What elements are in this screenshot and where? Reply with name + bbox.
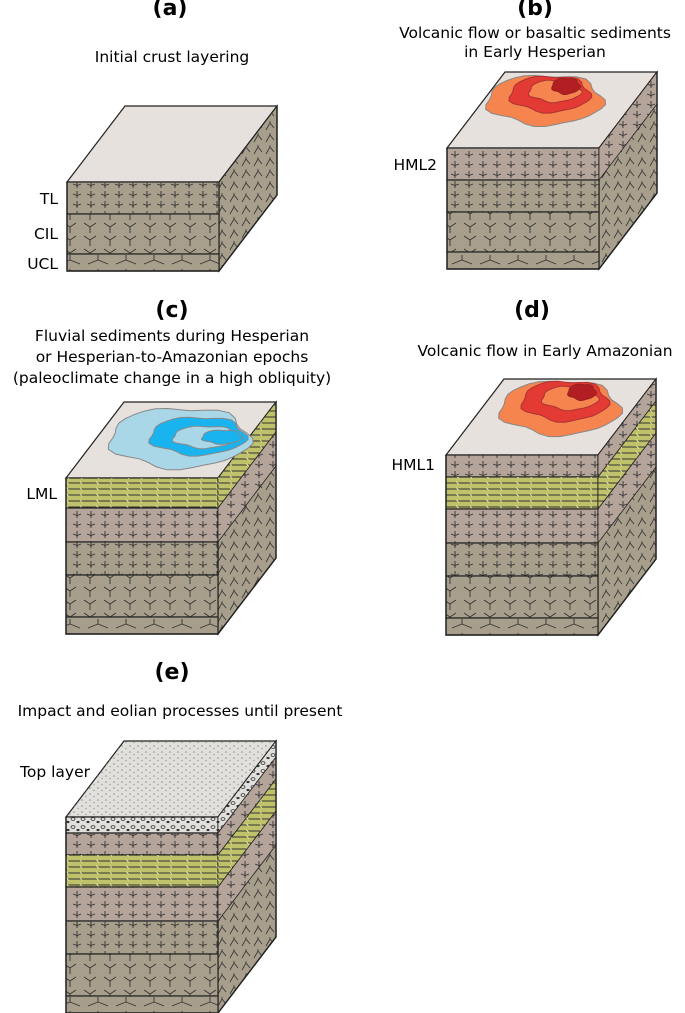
block-d-side-band-2-texture xyxy=(598,433,656,543)
panel-c-caption-line2: or Hesperian-to-Amazonian epochs xyxy=(35,348,309,366)
lava-d-core xyxy=(567,383,598,401)
block-c-side-band-0-texture xyxy=(218,402,276,508)
lava-b-core xyxy=(551,77,582,95)
panel-a-caption: Initial crust layering xyxy=(94,48,250,66)
block-d-side-band-1-texture xyxy=(598,401,656,509)
block-d-layer-0-texture xyxy=(446,455,598,477)
block-c-layer-0-texture xyxy=(66,478,218,508)
block-e-side-band-2-texture xyxy=(218,779,276,887)
panel-b-caption-line2: in Early Hesperian xyxy=(464,43,606,61)
label-ucl: UCL xyxy=(27,255,58,273)
block-b-layer-1-texture xyxy=(447,180,599,212)
panel-d-letter: (d) xyxy=(514,298,550,323)
block-e-layer-3-texture xyxy=(66,887,218,921)
block-e-side-band-0-texture xyxy=(218,741,276,833)
label-hml2: HML2 xyxy=(393,156,437,174)
label-tl: TL xyxy=(39,190,58,208)
water-c-core xyxy=(200,429,244,445)
block-c-side-band-1-texture xyxy=(218,432,276,542)
block-e-side-band-3-texture xyxy=(218,811,276,921)
label-hml1: HML1 xyxy=(391,456,435,474)
panel-b-letter: (b) xyxy=(517,0,553,21)
panel-c-caption-line1: Fluvial sediments during Hesperian xyxy=(34,327,310,345)
block-d-layer-1-texture xyxy=(446,477,598,509)
panel-e-letter: (e) xyxy=(154,660,190,685)
block-d-layer-4-texture xyxy=(446,576,598,618)
block-a-layer-0-texture xyxy=(67,182,219,214)
block-e-layer-2-texture xyxy=(66,855,218,887)
panel-c-caption-line3: (paleoclimate change in a high obliquity… xyxy=(12,369,332,387)
block-b-layer-2-texture xyxy=(447,212,599,252)
block-d-layer-5-texture xyxy=(446,618,598,635)
block-d-layer-3-texture xyxy=(446,543,598,576)
panel-d-caption: Volcanic flow in Early Amazonian xyxy=(417,342,673,360)
block-c-layer-4-texture xyxy=(66,617,218,634)
block-b-outline xyxy=(446,72,658,270)
block-d-outline xyxy=(445,379,657,636)
block-c-layer-2-texture xyxy=(66,542,218,575)
block-a-outline xyxy=(66,106,278,272)
panel-b-caption-line1: Volcanic flow or basaltic sediments xyxy=(399,24,671,42)
block-c-outline xyxy=(65,402,277,635)
block-c-layer-1-texture xyxy=(66,508,218,542)
label-lml: LML xyxy=(26,485,57,503)
block-c-layer-3-texture xyxy=(66,575,218,617)
label-top-layer: Top layer xyxy=(20,763,90,781)
panel-c-letter: (c) xyxy=(155,298,189,323)
block-a-layer-2-texture xyxy=(67,254,219,271)
block-e-top-dust-texture xyxy=(66,741,276,817)
block-e-outline xyxy=(65,741,277,1013)
block-d-layer-2-texture xyxy=(446,509,598,543)
block-b-side-band-0-texture xyxy=(599,72,657,180)
panel-a-letter: (a) xyxy=(152,0,188,21)
block-e-layer-4-texture xyxy=(66,921,218,954)
block-b-layer-0-texture xyxy=(447,148,599,180)
label-cil: CIL xyxy=(33,225,58,243)
block-e-side-band-1-texture xyxy=(218,757,276,855)
block-a-side-texture xyxy=(219,106,277,271)
block-d-side-band-0-texture xyxy=(598,379,656,477)
block-e-layer-6-texture xyxy=(66,996,218,1013)
block-e-layer-5-texture xyxy=(66,954,218,996)
panel-e-caption: Impact and eolian processes until presen… xyxy=(17,702,343,720)
block-a-layer-1-texture xyxy=(67,214,219,254)
block-b-layer-3-texture xyxy=(447,252,599,269)
block-e-layer-1-texture xyxy=(66,833,218,855)
block-e-layer-0-texture xyxy=(66,817,218,833)
